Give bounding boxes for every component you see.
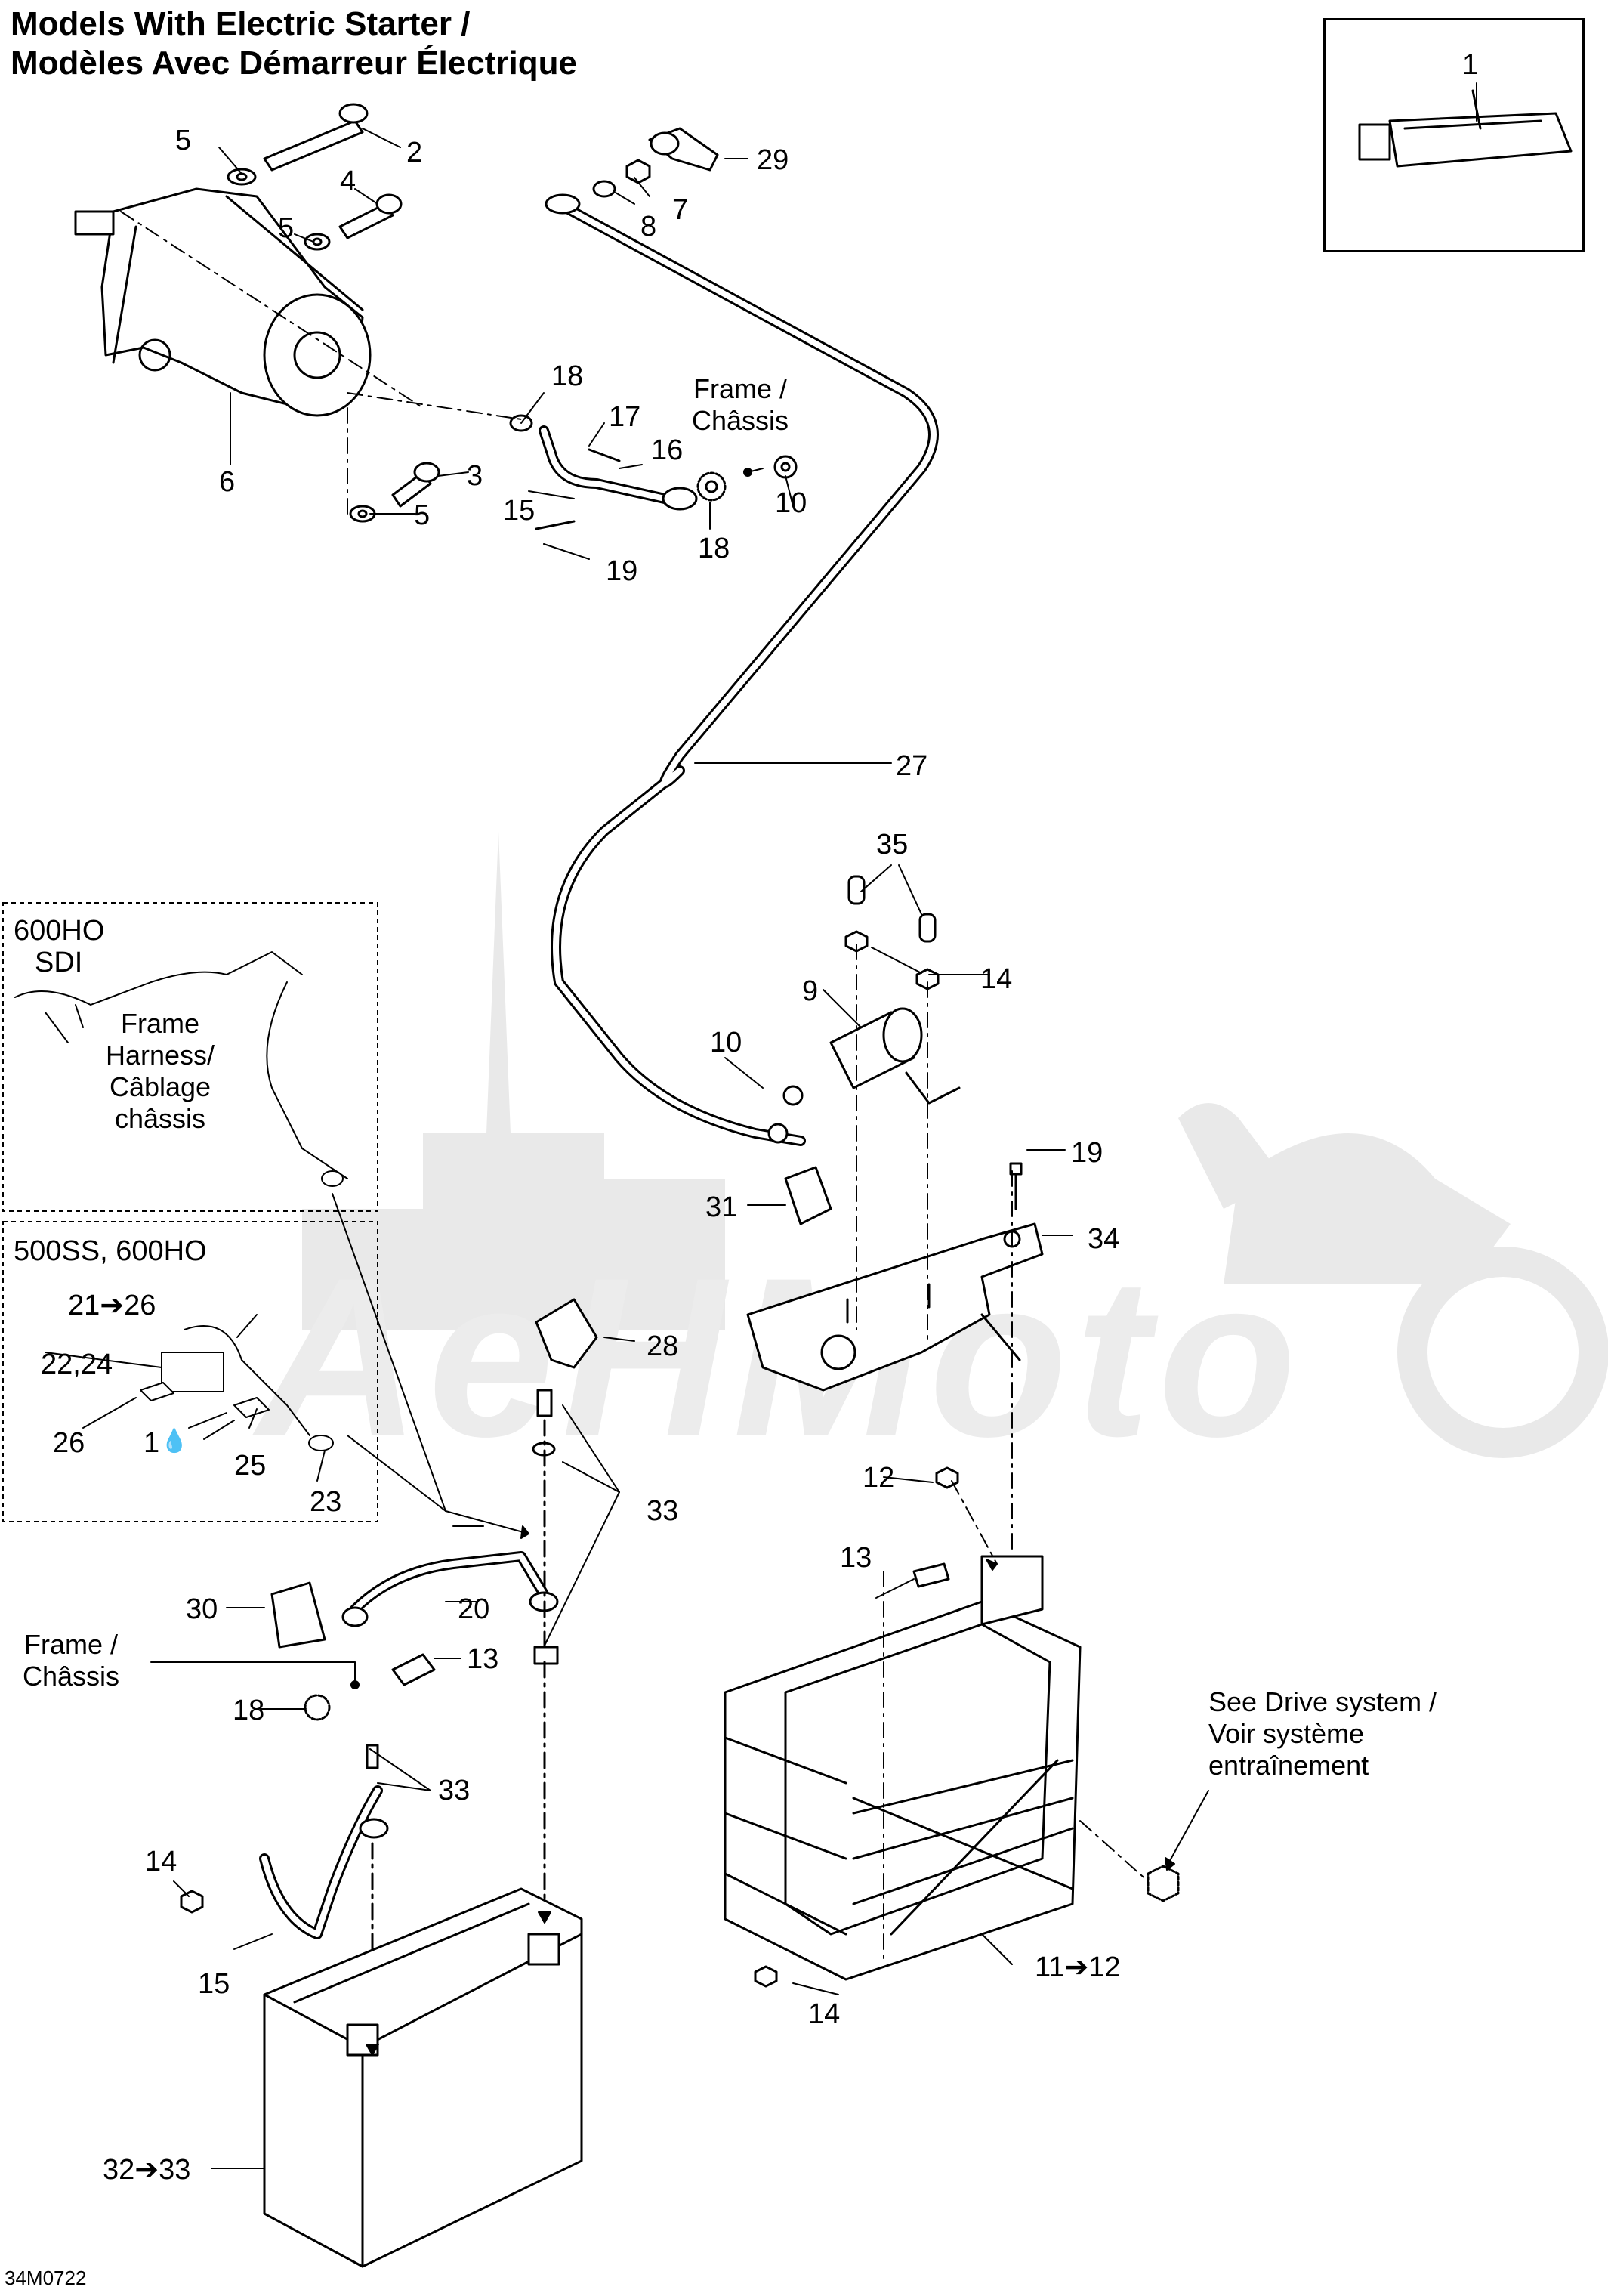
callout-4: 4 (340, 165, 356, 197)
callout-32-33: 32➔33 (103, 2154, 191, 2186)
terminal-cap-icon (592, 127, 719, 198)
starter-motor-icon (74, 187, 372, 417)
callout-10: 10 (775, 487, 807, 519)
callout-7: 7 (672, 194, 689, 226)
callout-23: 23 (310, 1486, 342, 1518)
callout-17: 17 (609, 401, 641, 433)
frame-harness-icon (14, 951, 348, 1187)
page-title-fr: Modèles Avec Démarreur Électrique (11, 45, 577, 82)
callout-20: 20 (458, 1593, 490, 1625)
callout-15b: 15 (198, 1968, 230, 2000)
callout-14: 14 (980, 963, 1013, 995)
relay-harness-icon (140, 1325, 334, 1451)
box-label-sdi: SDI (35, 947, 83, 978)
callout-16: 16 (651, 434, 684, 466)
callout-3: 3 (467, 460, 483, 492)
positive-cable-icon (341, 1551, 559, 1627)
callout-35: 35 (876, 829, 909, 861)
callout-31: 31 (705, 1191, 738, 1223)
box-label-500ss: 500SS, 600HO (14, 1235, 207, 1267)
callout-19: 19 (606, 555, 638, 587)
solenoid-bracket-icon (746, 1162, 1044, 1392)
callout-26: 26 (53, 1427, 85, 1459)
ground-cable-icon (509, 414, 698, 530)
callout-11-12: 11➔12 (1035, 1951, 1121, 1983)
callout-33b: 33 (438, 1775, 471, 1806)
callout-27: 27 (896, 750, 928, 782)
callout-18b: 18 (698, 533, 730, 564)
drop-icon: 💧 (160, 1429, 189, 1454)
callout-9: 9 (802, 975, 819, 1007)
callout-5c: 5 (414, 499, 431, 531)
battery-icon (263, 1887, 583, 2268)
terminal-bolt-icon (532, 1389, 559, 1913)
battery-tray-icon (724, 1466, 1180, 1988)
callout-1b: 1 (144, 1427, 160, 1459)
bolt-icon-4 (304, 1653, 436, 1721)
star-washer-icon (696, 455, 798, 502)
callout-19b: 19 (1071, 1137, 1103, 1169)
callout-1: 1 (1462, 49, 1479, 81)
terminal-boot-icon-2 (784, 1166, 832, 1225)
terminal-boot-icon (535, 1298, 598, 1369)
callout-21-26: 21➔26 (68, 1290, 156, 1321)
callout-12: 12 (863, 1462, 895, 1494)
battery-cable-icon (545, 193, 939, 1146)
box-label-600ho: 600HO (14, 915, 105, 947)
callout-13b: 13 (467, 1643, 499, 1675)
solenoid-icon (767, 1007, 961, 1144)
callout-14c: 14 (808, 1998, 841, 2030)
note-see-drive-system: See Drive system / Voir système entraîne… (1208, 1686, 1437, 1781)
callout-15: 15 (503, 495, 535, 527)
callout-28: 28 (647, 1330, 679, 1362)
callout-2: 2 (406, 137, 423, 168)
terminal-boot-icon-3 (270, 1581, 326, 1649)
bolt-icon-3 (349, 462, 440, 523)
callout-14b: 14 (145, 1846, 177, 1877)
grease-tube-icon (1358, 89, 1573, 168)
callout-33: 33 (647, 1495, 679, 1527)
terminal-caps-icon (844, 875, 940, 990)
callout-5b: 5 (278, 212, 295, 244)
ground-cable-icon-2 (180, 1744, 389, 2049)
callout-18c: 18 (233, 1695, 265, 1726)
bolt-icon (227, 103, 369, 186)
note-frame-chassis-left: Frame / Châssis (23, 1629, 120, 1692)
callout-22-24: 22,24 (41, 1349, 113, 1380)
callout-10b: 10 (710, 1027, 742, 1058)
callout-8: 8 (640, 211, 657, 243)
callout-34: 34 (1088, 1223, 1120, 1255)
bolt-icon-2 (304, 193, 403, 251)
callout-18: 18 (551, 360, 584, 392)
callout-5: 5 (175, 125, 192, 156)
note-frame-chassis-top: Frame / Châssis (692, 373, 789, 436)
callout-25: 25 (234, 1450, 267, 1482)
callout-6: 6 (219, 466, 236, 498)
diagram-code: 34M0722 (5, 2267, 87, 2289)
callout-30: 30 (186, 1593, 218, 1625)
note-frame-harness: Frame Harness/ Câblage châssis (106, 1008, 215, 1134)
callout-13: 13 (840, 1542, 872, 1574)
callout-29: 29 (757, 144, 789, 176)
page-title-en: Models With Electric Starter / (11, 5, 471, 42)
